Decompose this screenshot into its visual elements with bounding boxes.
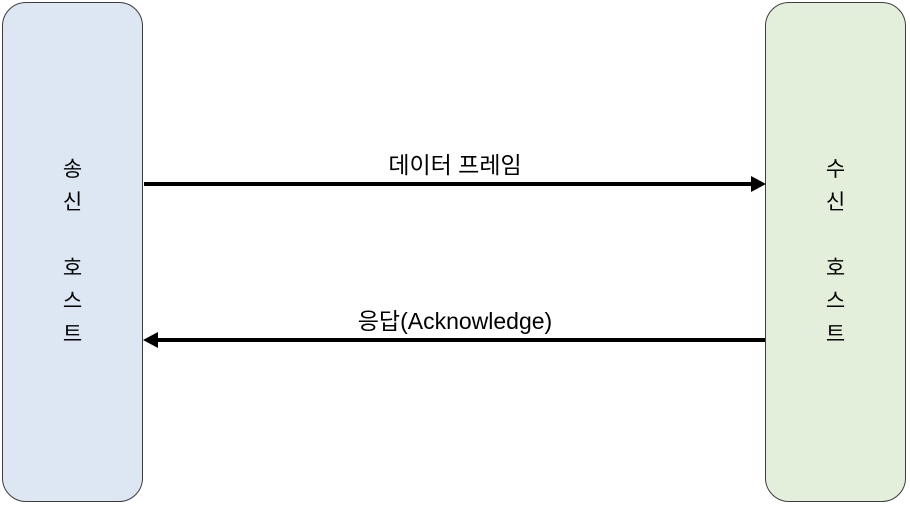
sender-host-box: 송 신 호 스 트 [2, 2, 143, 502]
sender-label-char: 송 [62, 158, 83, 181]
acknowledge-arrow-line [158, 338, 765, 342]
sender-label-char: 스 [62, 290, 83, 313]
data-frame-arrow-label: 데이터 프레임 [388, 152, 522, 178]
receiver-label-char: 스 [825, 290, 846, 313]
receiver-label-char [826, 219, 845, 252]
data-frame-arrow-line [144, 182, 751, 186]
sender-label-char [63, 219, 82, 252]
receiver-host-box: 수 신 호 스 트 [765, 2, 906, 502]
arrowhead-left-icon [143, 332, 158, 348]
receiver-host-label: 수 신 호 스 트 [826, 153, 845, 351]
receiver-label-char: 신 [825, 191, 846, 214]
sender-label-char: 호 [62, 257, 83, 280]
receiver-label-char: 호 [825, 257, 846, 280]
sender-host-label: 송 신 호 스 트 [63, 153, 82, 351]
arrowhead-right-icon [751, 176, 766, 192]
sender-label-char: 신 [62, 191, 83, 214]
receiver-label-char: 수 [825, 158, 846, 181]
acknowledge-arrow-label: 응답(Acknowledge) [357, 308, 553, 334]
sender-label-char: 트 [62, 323, 83, 346]
receiver-label-char: 트 [825, 323, 846, 346]
